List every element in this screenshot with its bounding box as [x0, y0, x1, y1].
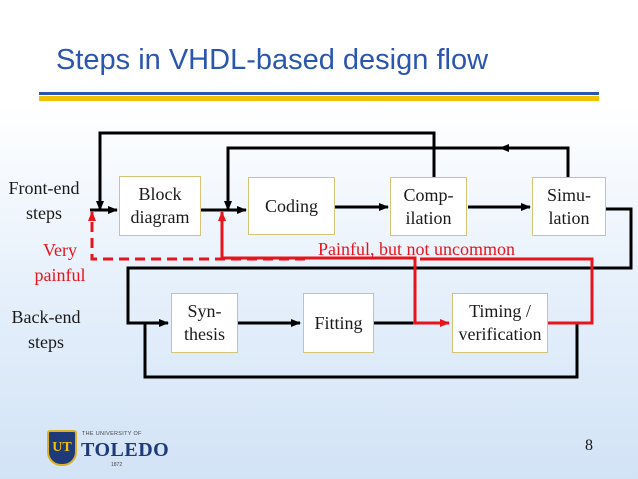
logo-toledo: TOLEDO: [81, 439, 170, 461]
red-dashed-very-painful: [88, 211, 305, 261]
compilation-label: Comp- ilation: [403, 184, 454, 228]
simulation-box: Simu- lation: [532, 177, 606, 236]
logo-year: 1872: [111, 462, 123, 468]
logo-university-of: THE UNIVERSITY OF: [82, 431, 142, 437]
slide-title: Steps in VHDL-based design flow: [56, 44, 489, 76]
fitting-box: Fitting: [303, 293, 374, 353]
painful-uncommon-label: Painful, but not uncommon: [318, 239, 515, 259]
feedback-compilation-to-input: [96, 131, 436, 211]
very-painful-label: Very painful: [34, 240, 86, 285]
fitting-label: Fitting: [314, 312, 363, 333]
simulation-label: Simu- lation: [546, 184, 591, 228]
block-diagram-label: Block diagram: [130, 184, 190, 227]
university-logo: UT THE UNIVERSITY OF TOLEDO 1872: [43, 428, 169, 470]
title-rule-blue: [39, 92, 599, 95]
title-rule-gold: [39, 96, 599, 101]
logo-shield: UT: [47, 430, 77, 466]
red-feedback-outer: [420, 257, 594, 325]
compilation-box: Comp- ilation: [390, 177, 467, 236]
timing-verification-box: Timing / verification: [452, 293, 548, 353]
synthesis-box: Syn- thesis: [171, 293, 238, 353]
timing-verification-label: Timing / verification: [458, 301, 542, 344]
front-end-steps-label: Front-end steps: [8, 178, 80, 223]
page-number: 8: [585, 437, 593, 454]
coding-box: Coding: [248, 177, 335, 235]
red-feedback-to-coding: [218, 211, 417, 323]
synthesis-label: Syn- thesis: [183, 301, 225, 344]
wrap-simulation-to-synthesis: [126, 207, 633, 327]
coding-label: Coding: [264, 195, 318, 216]
feedback-timing-to-synthesis: [143, 323, 579, 379]
block-diagram-box: Block diagram: [119, 176, 201, 236]
back-end-steps-label: Back-end steps: [11, 307, 81, 352]
feedback-simulation-to-coding: [224, 146, 570, 211]
